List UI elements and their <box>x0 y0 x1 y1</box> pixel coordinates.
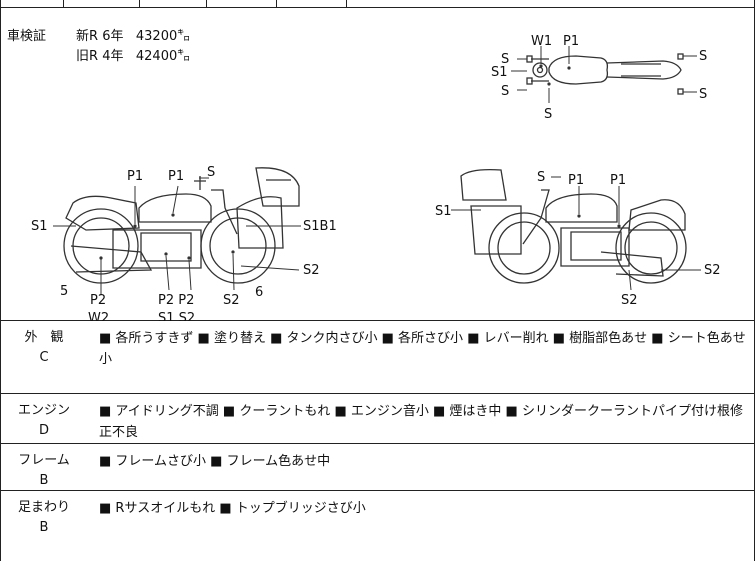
cell-divider <box>276 0 277 8</box>
condition-label: フレーム B <box>7 451 81 491</box>
label-s1-s2: S1 S2 <box>158 311 195 321</box>
label-s1b1: S1B1 <box>303 219 337 234</box>
inspection-new-row: 新R 6年 43200㌔ <box>76 28 190 45</box>
label-s2: S2 <box>223 293 240 308</box>
label-w2: W2 <box>88 311 109 321</box>
condition-notes: ■ Rサスオイルもれ ■ トップブリッジさび小 <box>99 501 366 516</box>
condition-grade: B <box>39 473 49 488</box>
new-kind: 新R <box>76 29 99 44</box>
right-view-leaders <box>451 176 701 291</box>
label-p1: P1 <box>610 173 626 188</box>
label-s2: S2 <box>303 263 320 278</box>
cell-divider <box>63 0 64 8</box>
label-5: 5 <box>60 284 68 299</box>
condition-label: 足まわり B <box>7 498 81 538</box>
left-view-leaders <box>53 177 301 295</box>
label-s1: S1 <box>435 204 452 219</box>
label-p1: P1 <box>563 34 579 49</box>
label-s: S <box>544 107 552 122</box>
top-table-row <box>1 0 755 8</box>
old-value: 42400㌔ <box>135 49 191 64</box>
condition-notes: ■ アイドリング不調 ■ クーラントもれ ■ エンジン音小 ■ 煙はき中 ■ シ… <box>99 404 743 440</box>
left-view-bike <box>63 167 300 284</box>
damage-diagram: 車検証 新R 6年 43200㌔ 旧R 4年 42400㌔ <box>1 8 755 321</box>
condition-grade: C <box>39 350 49 365</box>
top-view-leaders <box>511 46 697 103</box>
condition-grade: B <box>39 520 49 535</box>
condition-name: 外 観 <box>24 330 64 345</box>
label-s: S <box>699 87 707 102</box>
condition-row-suspension: 足まわり B ■ Rサスオイルもれ ■ トップブリッジさび小 <box>1 491 755 561</box>
label-6: 6 <box>255 285 263 300</box>
damage-markers <box>99 64 621 260</box>
label-p1: P1 <box>127 169 143 184</box>
right-view-bike <box>460 168 687 284</box>
label-s: S <box>699 49 707 64</box>
label-s2: S2 <box>704 263 721 278</box>
motorcycle-diagrams: W1 P1 S S1 S S S S P1 P1 S S1 S1B1 S2 5 … <box>31 34 721 321</box>
label-s: S <box>501 84 509 99</box>
cell-divider <box>346 0 347 8</box>
condition-row-frame: フレーム B ■ フレームさび小 ■ フレーム色あせ中 <box>1 444 755 491</box>
label-p1: P1 <box>168 169 184 184</box>
condition-row-engine: エンジン D ■ アイドリング不調 ■ クーラントもれ ■ エンジン音小 ■ 煙… <box>1 394 755 444</box>
inspection-old-row: 旧R 4年 42400㌔ <box>76 48 190 65</box>
old-kind: 旧R <box>76 49 99 64</box>
inspection-label: 車検証 <box>7 29 47 44</box>
label-s: S <box>537 170 545 185</box>
condition-notes: ■ フレームさび小 ■ フレーム色あせ中 <box>99 454 331 469</box>
condition-label: エンジン D <box>7 401 81 441</box>
label-s1: S1 <box>31 219 48 234</box>
condition-name: 足まわり <box>17 500 70 515</box>
condition-name: エンジン <box>17 403 70 418</box>
new-year: 6年 <box>102 29 124 44</box>
top-view-bike <box>526 53 684 95</box>
condition-row-exterior: 外 観 C ■ 各所うすきず ■ 塗り替え ■ タンク内さび小 ■ 各所さび小 … <box>1 321 755 394</box>
condition-grade: D <box>38 423 49 438</box>
label-p1: P1 <box>568 173 584 188</box>
cell-divider <box>206 0 207 8</box>
label-p2-p2: P2 P2 <box>158 293 194 308</box>
label-w1: W1 <box>531 34 552 49</box>
condition-notes: ■ 各所うすきず ■ 塗り替え ■ タンク内さび小 ■ 各所さび小 ■ レバー削… <box>99 331 746 367</box>
condition-label: 外 観 C <box>7 328 81 368</box>
label-s: S <box>207 165 215 180</box>
old-year: 4年 <box>102 49 124 64</box>
label-s: S <box>501 52 509 67</box>
label-s1: S1 <box>491 65 508 80</box>
label-s2: S2 <box>621 293 638 308</box>
new-value: 43200㌔ <box>135 29 191 44</box>
cell-divider <box>139 0 140 8</box>
condition-name: フレーム <box>18 453 70 468</box>
label-p2: P2 <box>90 293 106 308</box>
